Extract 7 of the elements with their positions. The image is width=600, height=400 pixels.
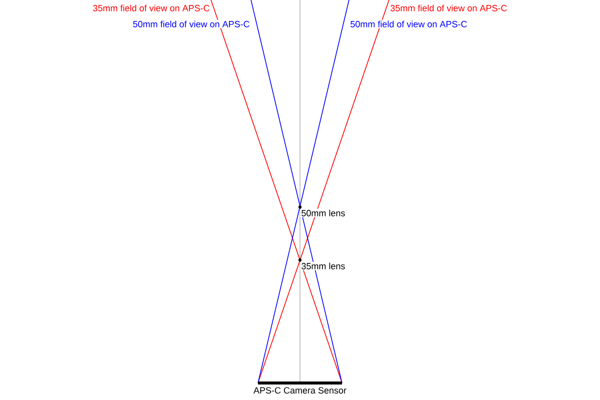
label: 35mm field of view on APS-C xyxy=(389,4,508,12)
label: 50mm field of view on APS-C xyxy=(132,20,251,28)
label: 35mm field of view on APS-C xyxy=(92,4,211,12)
label: APS-C Camera Sensor xyxy=(252,386,348,395)
label: 35mm lens xyxy=(300,262,346,270)
label: 50mm field of view on APS-C xyxy=(349,20,468,28)
label: 50mm lens xyxy=(300,208,346,218)
